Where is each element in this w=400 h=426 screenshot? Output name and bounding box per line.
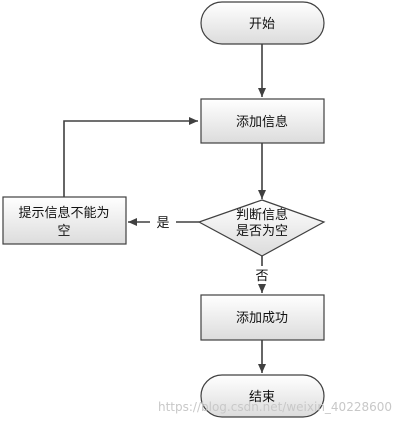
add-info-node bbox=[200, 98, 325, 144]
end-node bbox=[200, 374, 325, 418]
yes-label-bg bbox=[150, 213, 176, 231]
edge-label-no: 否 bbox=[255, 269, 268, 284]
prompt-label-line1: 提示信息不能为 bbox=[18, 205, 109, 221]
edge-label-yes: 是 bbox=[156, 216, 169, 231]
add-success-node-label: 添加成功 bbox=[236, 311, 288, 326]
start-node bbox=[200, 1, 325, 45]
check-empty-label-line1: 判断信息 bbox=[236, 207, 288, 223]
start-node-label: 开始 bbox=[249, 17, 275, 32]
prompt-node bbox=[2, 196, 127, 245]
watermark-text: https://blog.csdn.net/weixin_40228600 bbox=[158, 400, 392, 414]
prompt-label-line2: 空 bbox=[57, 224, 70, 239]
add-success-node bbox=[200, 294, 325, 341]
check-empty-label-line2: 是否为空 bbox=[236, 224, 288, 239]
add-info-node-label: 添加信息 bbox=[236, 114, 288, 130]
check-empty-decision bbox=[197, 199, 326, 257]
end-node-label: 结束 bbox=[249, 390, 275, 405]
no-label-bg bbox=[252, 266, 272, 284]
edge-prompt-to-add bbox=[63, 117, 198, 197]
